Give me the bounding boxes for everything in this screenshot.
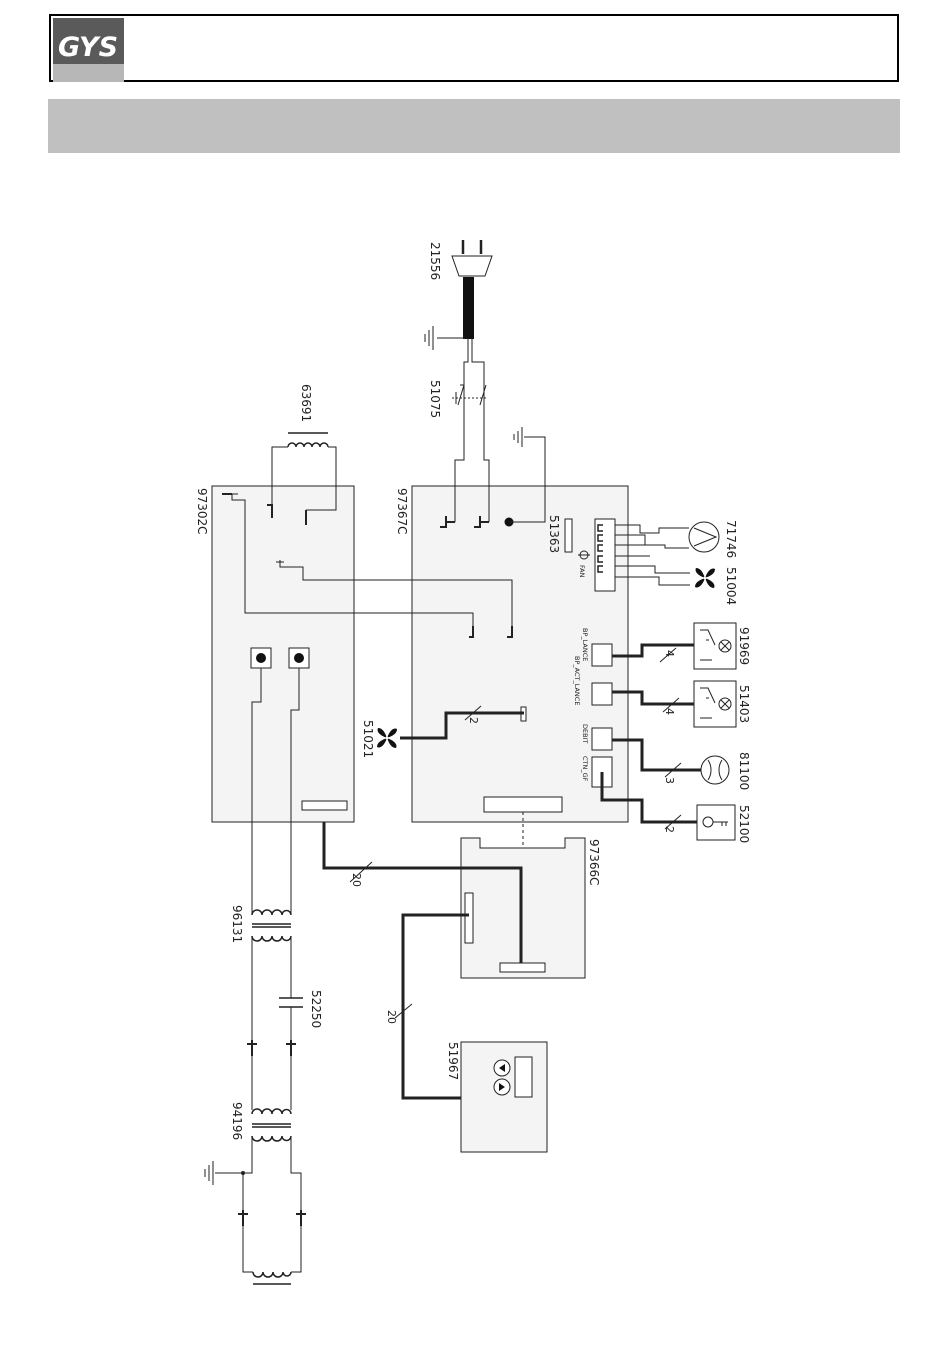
label-board-display: 97366C — [587, 839, 601, 886]
wire-count-key: 2 — [663, 826, 676, 833]
label-fuse: 51363 — [547, 515, 561, 553]
wire-count-bus-panel: 20 — [385, 1010, 398, 1024]
fuse-51363 — [565, 519, 572, 552]
label-flow: 81100 — [737, 752, 751, 790]
flow-sensor-81100 — [701, 756, 729, 784]
transformer-94196 — [252, 1109, 291, 1141]
switch-51075 — [452, 385, 486, 405]
plug-21556 — [452, 240, 492, 339]
label-board-left: 97302C — [195, 488, 209, 535]
wire-count-flow: 3 — [663, 777, 676, 784]
board-97302c — [212, 486, 354, 822]
label-pump: 71746 — [724, 520, 738, 558]
coil-bottom — [253, 1272, 291, 1284]
label-plug: 21556 — [428, 242, 442, 280]
label-fan-right: 51004 — [724, 567, 738, 605]
label-lamp-2: 51403 — [737, 685, 751, 723]
key-switch-52100 — [697, 805, 735, 840]
fan-51021-icon — [377, 728, 397, 748]
label-connector-fan: FAN — [578, 565, 586, 578]
wire-count-lamp-1: 4 — [663, 650, 676, 657]
lamp-button-51403 — [694, 681, 736, 727]
label-connector-debit: DEBIT — [581, 724, 589, 743]
label-capacitor: 52250 — [309, 990, 323, 1028]
fan-51004-icon — [695, 568, 715, 588]
label-transformer-bottom: 94196 — [230, 1102, 244, 1140]
label-transformer-mid: 96131 — [230, 905, 244, 943]
label-board-main: 97367C — [395, 488, 409, 535]
connector-bp-act-lance — [592, 683, 612, 705]
label-switch: 51075 — [428, 380, 442, 418]
wire-count-fan-left: 2 — [467, 717, 480, 724]
label-lamp-1: 91969 — [737, 627, 751, 665]
wire-count-lamp-2: 4 — [663, 708, 676, 715]
connector-bp-lance — [592, 644, 612, 666]
capacitor-52250 — [279, 998, 303, 1007]
panel-51967 — [461, 1042, 547, 1152]
label-key: 52100 — [737, 805, 751, 843]
connector-debit — [592, 728, 612, 750]
label-transformer-top: 63691 — [299, 384, 313, 422]
label-connector-bp-act-lance: BP_ACT_LANCE — [573, 656, 581, 705]
wire-count-bus-main: 20 — [350, 873, 363, 887]
pump-71746 — [689, 522, 719, 552]
label-panel: 51967 — [446, 1042, 460, 1080]
label-connector-ctn-gf: CTN_GF — [581, 756, 589, 782]
transformer-96131 — [252, 910, 291, 941]
board-97366c — [461, 838, 585, 978]
transformer-63691 — [288, 433, 328, 447]
label-fan-left: 51021 — [361, 720, 375, 758]
label-connector-bp-lance: BP_LANCE — [581, 628, 589, 661]
lamp-button-91969 — [694, 623, 736, 669]
